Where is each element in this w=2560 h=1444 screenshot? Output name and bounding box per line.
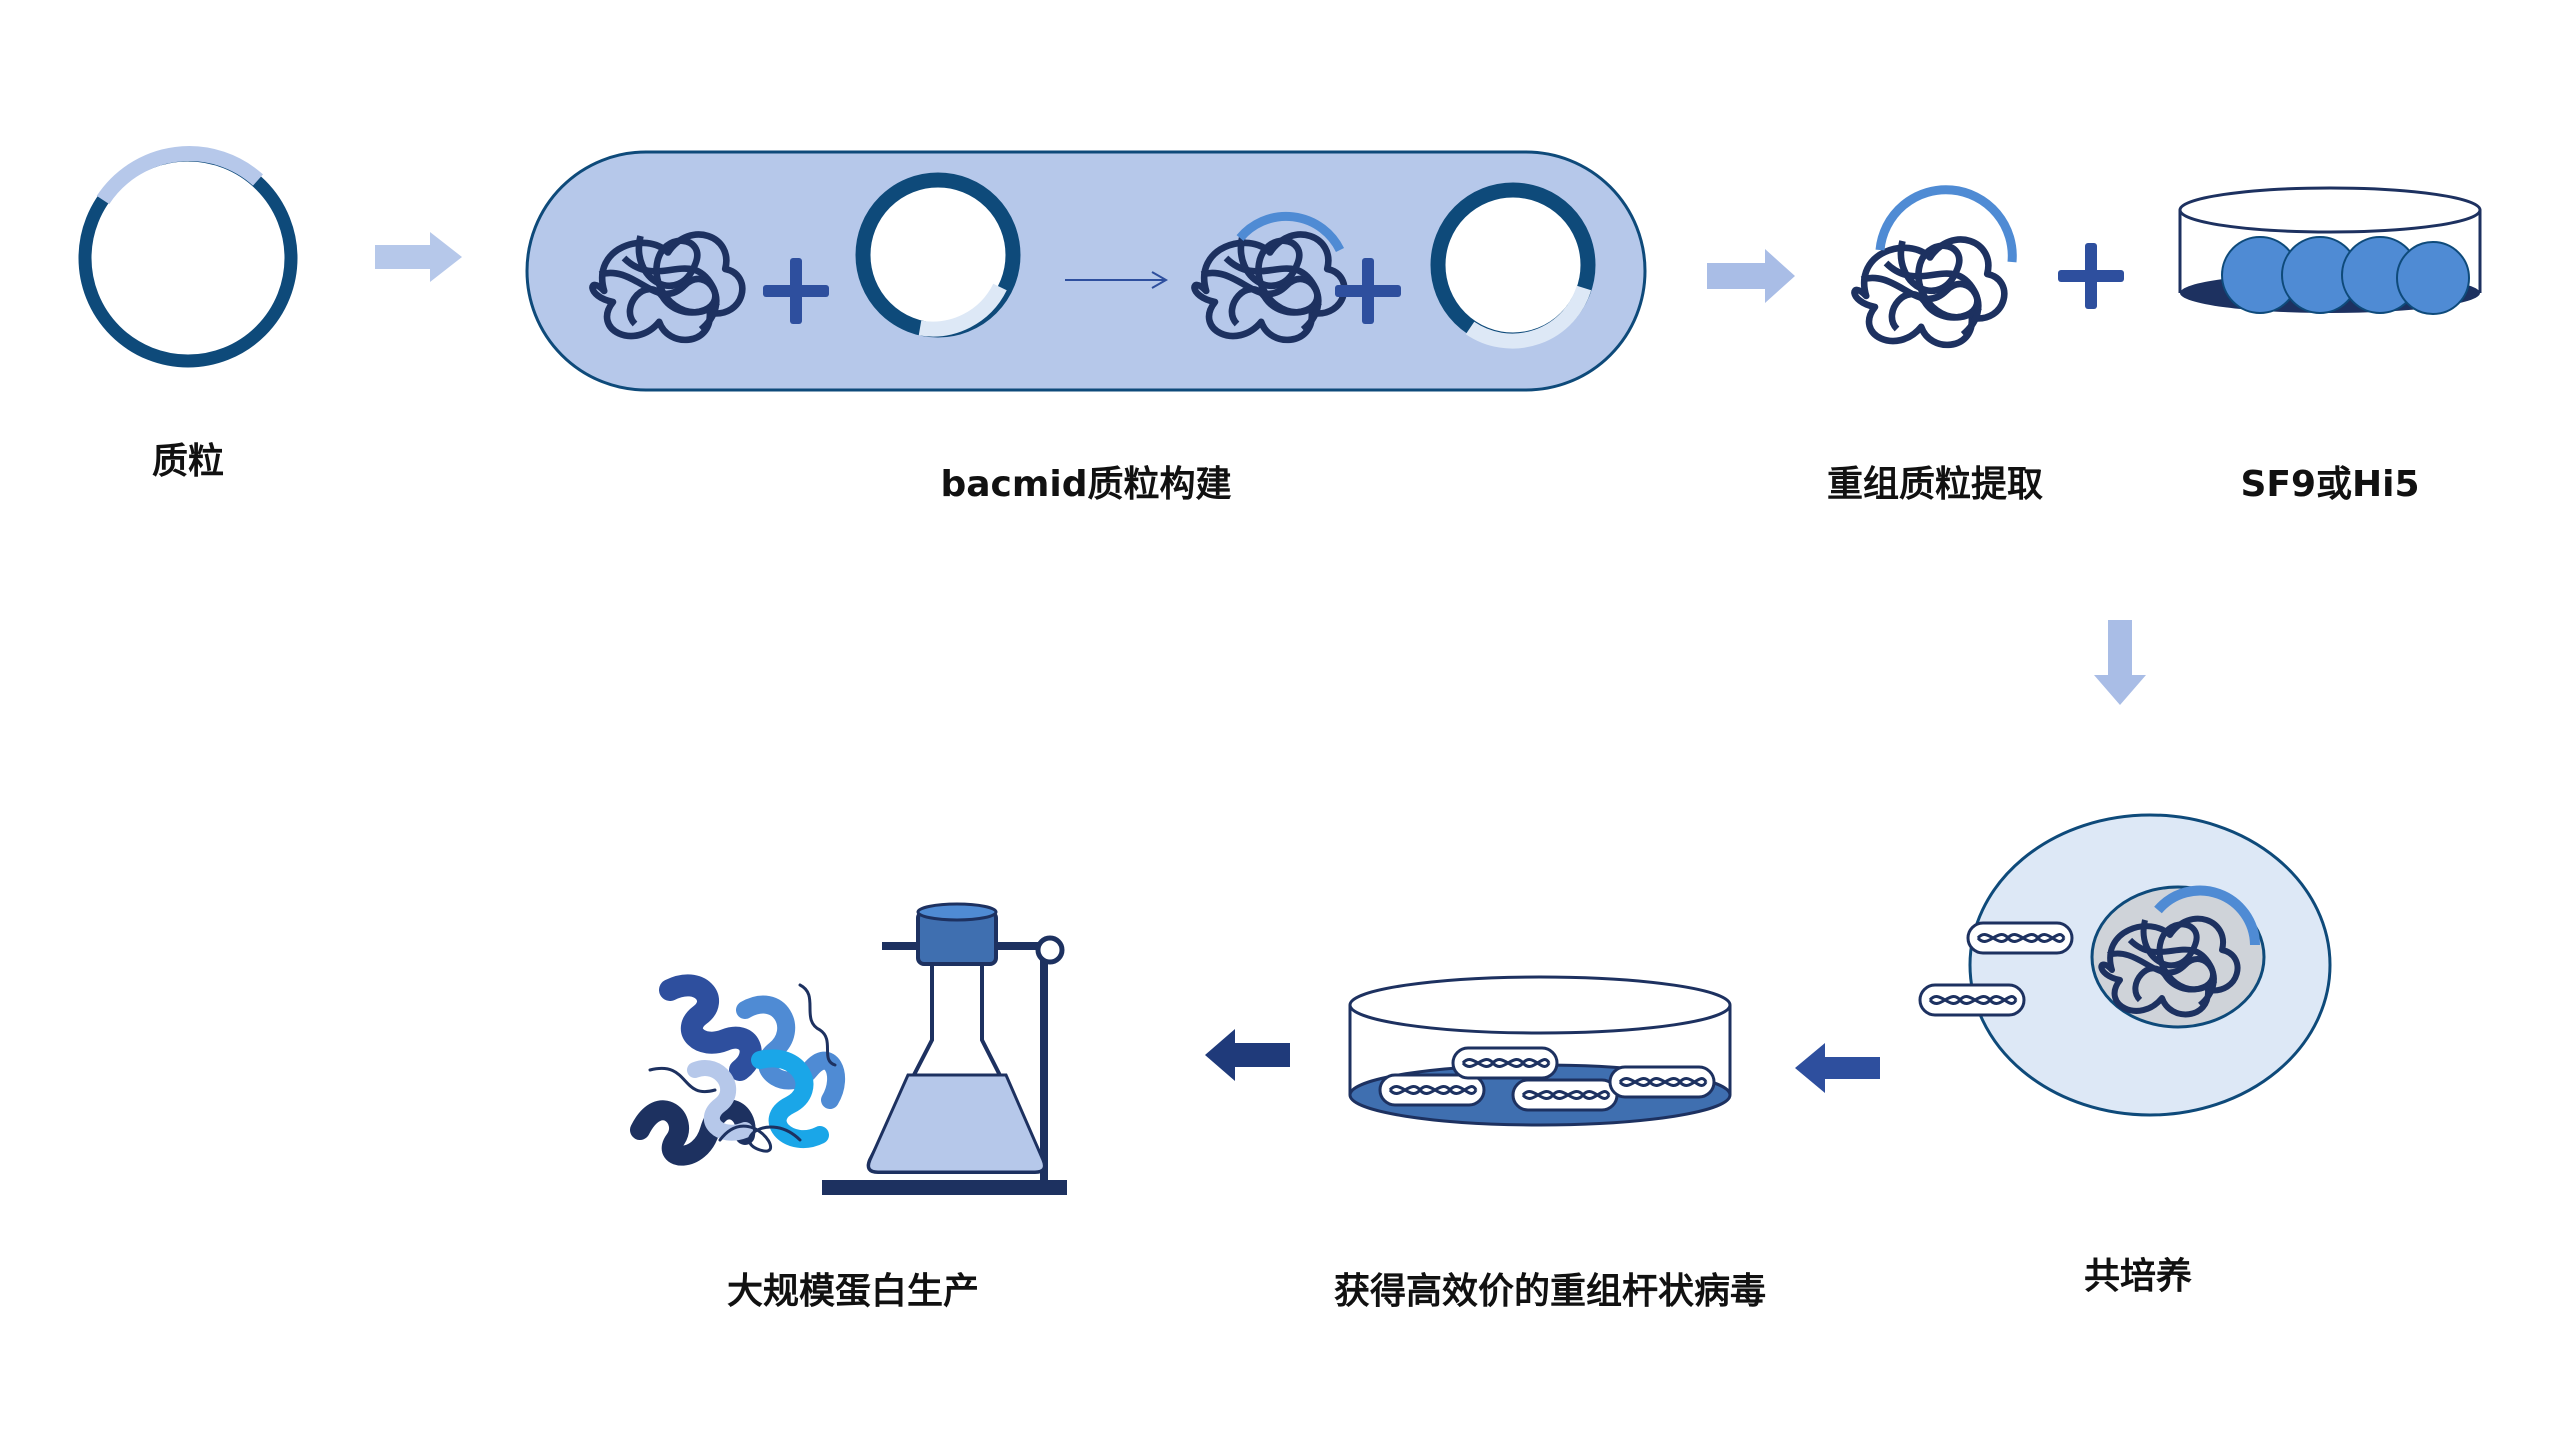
protein-structure-icon — [630, 974, 846, 1166]
plasmid-icon — [78, 146, 298, 368]
petri-dish-cells-icon — [2178, 186, 2482, 315]
petri-dish-virus-icon — [1348, 975, 1732, 1127]
protein-production-label: 大规模蛋白生产 — [726, 1271, 980, 1312]
plasmid-extraction-label: 重组质粒提取 — [1826, 464, 2044, 505]
down-arrow-icon — [2094, 620, 2146, 705]
recombinant-bacmid-ring-icon — [1430, 182, 1596, 349]
recombinant-plasmid-icon — [1854, 185, 2017, 345]
bacmid-construction-label: bacmid质粒构建 — [940, 464, 1232, 505]
left-arrow-icon — [1205, 1029, 1290, 1081]
cell-line-label: SF9或Hi5 — [2240, 464, 2420, 505]
infected-cell-icon — [1918, 813, 2332, 1117]
high-titer-virus-label: 获得高效价的重组杆状病毒 — [1333, 1271, 1767, 1312]
right-arrow-icon — [375, 232, 462, 282]
virion-icon — [1966, 921, 2074, 955]
bacmid-ring-icon — [855, 172, 1021, 338]
plasmid-label: 质粒 — [151, 441, 225, 482]
virion-icon — [1608, 1065, 1716, 1099]
plus-icon — [763, 258, 829, 324]
virion-icon — [1511, 1078, 1619, 1112]
plus-icon — [1335, 258, 1401, 324]
right-arrow-icon — [1707, 249, 1795, 303]
co-culture-label: 共培养 — [2083, 1256, 2193, 1297]
bacmid-capsule — [525, 150, 1647, 392]
left-arrow-icon — [1795, 1043, 1880, 1093]
small-arrow-icon — [1065, 271, 1169, 289]
plus-icon — [2058, 243, 2124, 309]
virion-icon — [1451, 1046, 1559, 1080]
virion-icon — [1918, 983, 2026, 1017]
flask-on-stand-icon — [822, 902, 1067, 1195]
